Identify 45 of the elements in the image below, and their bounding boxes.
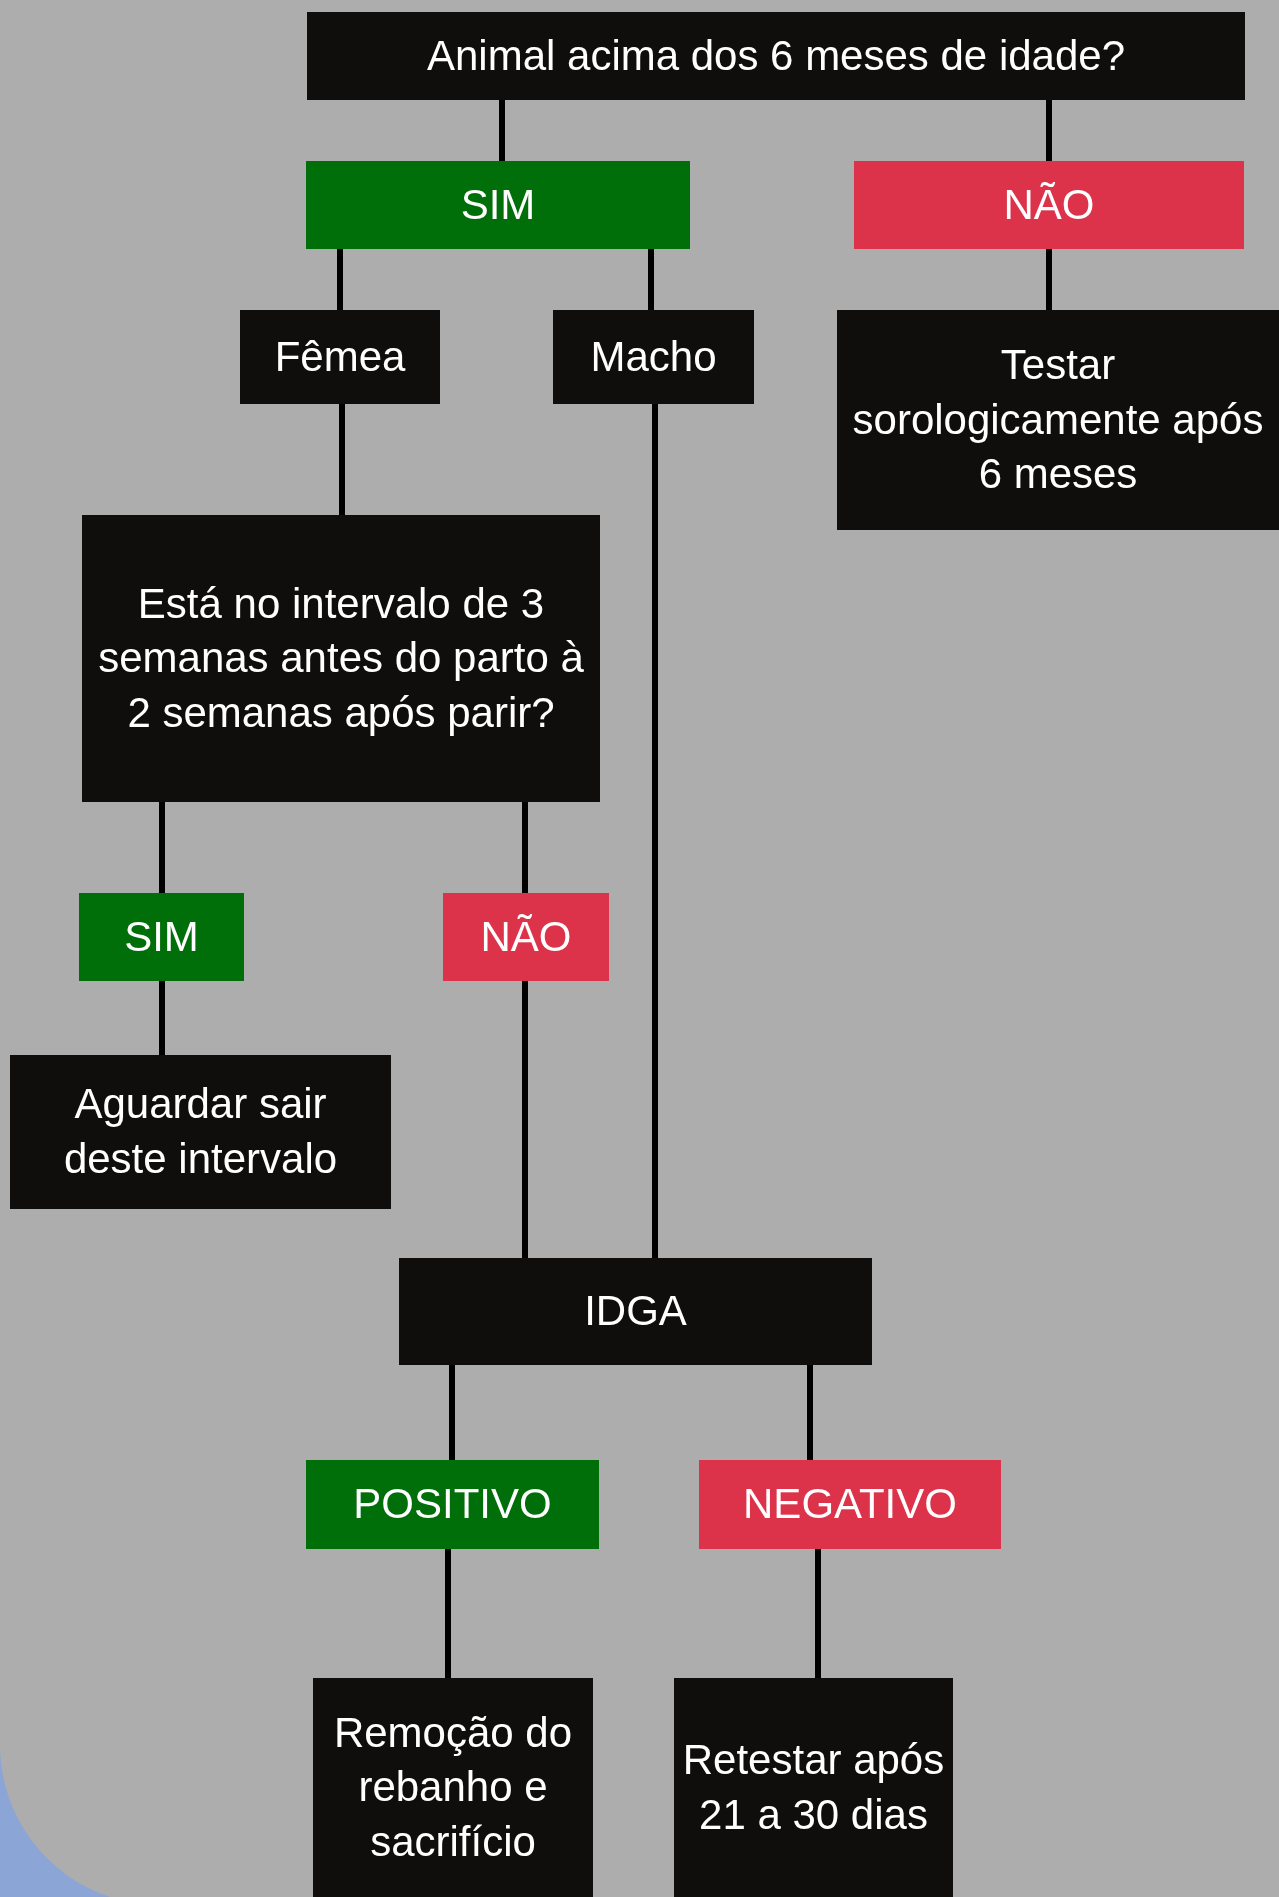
node-label: SIM — [124, 911, 199, 962]
process-box — [82, 515, 600, 802]
node-label: Fêmea — [274, 331, 406, 382]
connector-line — [159, 802, 165, 893]
node-label: Está no intervalo de 3 semanas antes do parto à 2 semanas após parir? — [97, 578, 585, 738]
connector-line — [807, 1365, 813, 1460]
process-box — [240, 310, 440, 404]
connector-line — [159, 981, 165, 1055]
connector-line — [815, 1549, 821, 1678]
node-label: Animal acima dos 6 meses de idade? — [426, 30, 1125, 81]
connector-line — [648, 249, 654, 310]
node-label: SIM — [460, 179, 536, 230]
node-label: IDGA — [584, 1286, 687, 1337]
connector-line — [1046, 100, 1052, 161]
process-box — [553, 310, 754, 404]
process-box — [307, 12, 1245, 100]
connector-line — [449, 1365, 455, 1460]
process-box — [837, 310, 1279, 530]
node-label: NEGATIVO — [743, 1479, 957, 1530]
process-box — [10, 1055, 391, 1209]
connector-line — [522, 981, 528, 1258]
yes-box — [79, 893, 244, 981]
no-box — [854, 161, 1244, 249]
connector-line — [1046, 249, 1052, 310]
connector-line — [522, 802, 528, 893]
node-label: Remoção do rebanho e sacrifício — [332, 1707, 574, 1867]
yes-box — [306, 1460, 599, 1549]
node-label: POSITIVO — [353, 1479, 552, 1530]
connector-line — [652, 404, 658, 1258]
connector-line — [445, 1549, 451, 1678]
node-label: Macho — [590, 331, 717, 382]
process-box — [674, 1678, 953, 1897]
process-box — [399, 1258, 872, 1365]
node-label: Testar sorologicamente após 6 meses — [851, 340, 1265, 500]
connector-line — [499, 100, 505, 161]
yes-box — [306, 161, 690, 249]
no-box — [699, 1460, 1001, 1549]
connector-line — [339, 404, 345, 515]
connector-line — [337, 249, 343, 310]
node-label: NÃO — [1003, 179, 1095, 230]
node-label: Retestar após 21 a 30 dias — [682, 1734, 945, 1840]
node-label: NÃO — [480, 911, 572, 962]
process-box — [313, 1678, 593, 1897]
no-box — [443, 893, 609, 981]
node-label: Aguardar sair deste intervalo — [62, 1079, 339, 1184]
